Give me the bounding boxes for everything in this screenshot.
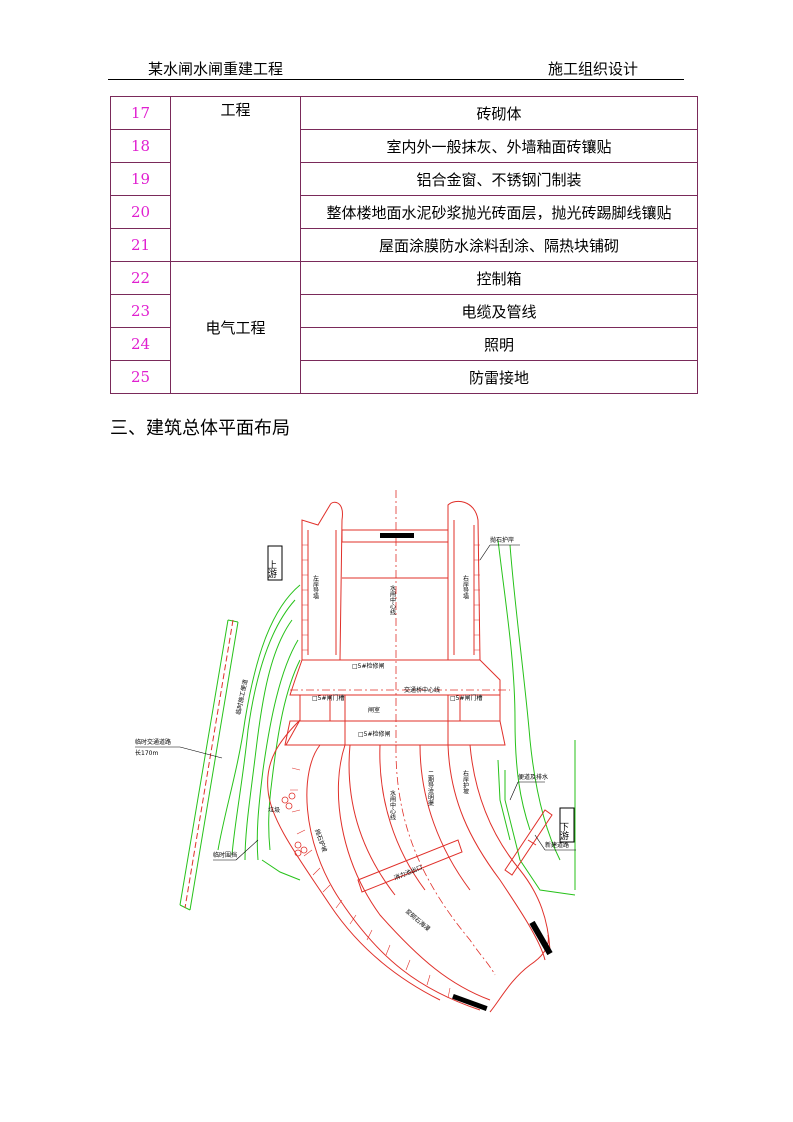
pier-left-label: 左岸导墙 <box>312 574 319 600</box>
table-row: 18 室内外一般抹灰、外墙釉面砖镶贴 <box>110 129 698 163</box>
trash-label: 垃圾 <box>268 806 280 814</box>
site-plan-drawing: 上游 下游 临时交通道路 长170m 临时围挡 抛石护岸 便道及排水 新建道路 … <box>135 490 576 1013</box>
right-top-label: 抛石护岸 <box>490 536 514 544</box>
gate3-label: □5#闸门槽 <box>450 694 483 702</box>
table-row: 21 屋面涂膜防水涂料刮涂、隔热块铺砌 <box>110 228 698 262</box>
construction-items-table: 17 工程 砖砌体 18 室内外一般抹灰、外墙釉面砖镶贴 19 铝合金窗、不锈钢… <box>110 96 698 394</box>
row-number: 23 <box>110 294 171 328</box>
bridge-label: 消力池出口 <box>393 863 424 882</box>
upstream-box <box>267 545 283 581</box>
fence-label: 临时围挡 <box>213 851 237 859</box>
row-number: 24 <box>110 327 171 361</box>
lower-channel-label: 浆砌石海漫 <box>404 907 432 932</box>
row-item: 整体楼地面水泥砂浆抛光砖面层，抛光砖踢脚线镶贴 <box>300 195 698 229</box>
table-row: 22 电气工程 控制箱 <box>110 261 698 394</box>
row-item: 铝合金窗、不锈钢门制装 <box>300 162 698 196</box>
row-item: 防雷接地 <box>300 360 698 394</box>
gate-bar-upper <box>380 533 414 538</box>
road-note-label: 临时交通道路 <box>135 738 171 746</box>
row-item: 室内外一般抹灰、外墙釉面砖镶贴 <box>300 129 698 163</box>
downstream-box <box>559 807 575 843</box>
row-number: 21 <box>110 228 171 262</box>
section-title: 三、建筑总体平面布局 <box>110 418 290 439</box>
gate-bar-lower <box>452 993 488 1011</box>
table-row: 19 铝合金窗、不锈钢门制装 <box>110 162 698 196</box>
right-low-label: 新建道路 <box>545 841 569 849</box>
center-label: 闸室 <box>368 706 380 714</box>
row-number: 20 <box>110 195 171 229</box>
gate2-label: □5#闸门槽 <box>312 694 345 702</box>
row-number: 19 <box>110 162 171 196</box>
row-number: 17 <box>110 96 171 130</box>
table-row: 20 整体楼地面水泥砂浆抛光砖面层，抛光砖踢脚线镶贴 <box>110 195 698 229</box>
row-item: 屋面涂膜防水涂料刮涂、隔热块铺砌 <box>300 228 698 262</box>
table-row: 23 电缆及管线 <box>110 294 698 328</box>
category-cell: 电气工程 <box>170 261 301 394</box>
gate-bar-right <box>529 920 553 956</box>
upstream-label: 上游 <box>266 560 277 579</box>
row-number: 25 <box>110 360 171 394</box>
axis-upper-label: 水闸中心线 <box>389 584 396 615</box>
mid-channel-label: 二期导流明渠 <box>427 770 434 807</box>
header-project-title: 某水闸水闸重建工程 <box>148 60 284 78</box>
gate4-label: □5#检修闸 <box>358 730 391 738</box>
left-embankment <box>179 584 301 911</box>
gate1-label: □5#检修闸 <box>352 662 385 670</box>
sluice-structure <box>267 500 553 1013</box>
header-doc-type: 施工组织设计 <box>548 60 639 78</box>
axis-lines <box>290 490 510 976</box>
right-embankment <box>497 539 576 896</box>
downstream-label: 下游 <box>558 822 569 841</box>
lower-right-label: 右岸护坡 <box>462 769 469 795</box>
right-mid-label: 便道及排水 <box>518 773 548 781</box>
revetment-hatching <box>290 544 480 999</box>
pier-right-label: 右岸导墙 <box>462 574 469 600</box>
temp-road-centerline <box>184 619 234 909</box>
row-number: 22 <box>110 261 171 295</box>
row-item: 控制箱 <box>300 261 698 295</box>
row-item: 照明 <box>300 327 698 361</box>
category-cell: 工程 <box>170 96 301 262</box>
table-row: 17 工程 砖砌体 <box>110 96 698 262</box>
table-row: 24 照明 <box>110 327 698 361</box>
row-item: 砖砌体 <box>300 96 698 130</box>
axis-lower-label: 水闸中心线 <box>389 789 396 820</box>
cross-axis-label: 交通桥中心线 <box>404 686 440 694</box>
row-item: 电缆及管线 <box>300 294 698 328</box>
leader-lines <box>135 544 576 861</box>
table-row: 25 防雷接地 <box>110 360 698 394</box>
row-number: 18 <box>110 129 171 163</box>
header-rule <box>108 79 684 80</box>
stone-symbols <box>281 792 308 857</box>
road-length-label: 长170m <box>135 749 158 757</box>
